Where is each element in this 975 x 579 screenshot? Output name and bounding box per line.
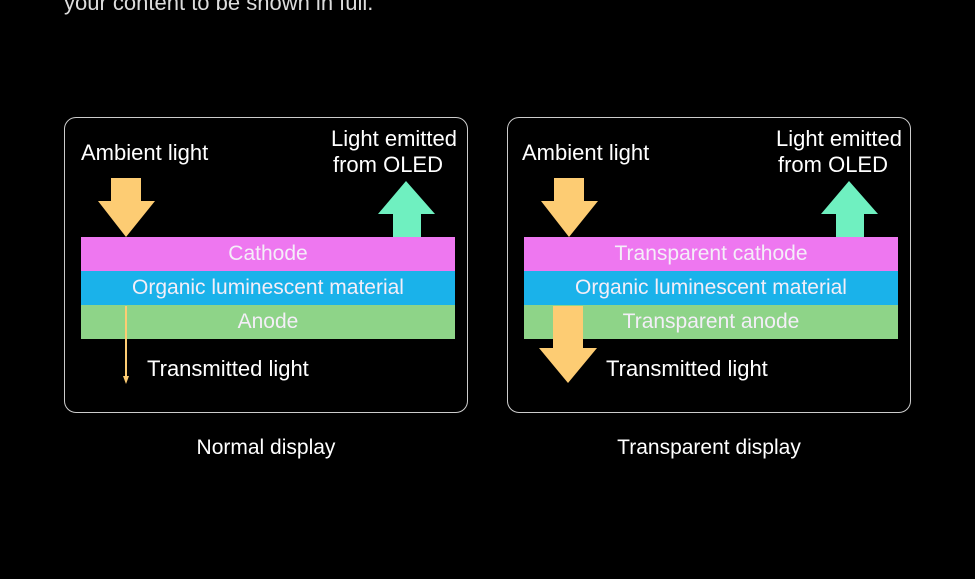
normal-caption: Normal display [196, 436, 336, 459]
ambient-arrow-icon [98, 178, 155, 237]
organic-layer: Organic luminescent material [81, 271, 455, 305]
organic-layer: Organic luminescent material [524, 271, 898, 305]
intro-text: your content to be shown in full. [64, 0, 374, 15]
ambient-label: Ambient light [81, 140, 209, 165]
ambient-arrow-icon [541, 178, 598, 237]
emitted-label-2: from OLED [332, 152, 443, 177]
ambient-label: Ambient light [522, 140, 650, 165]
emitted-label-2: from OLED [777, 152, 888, 177]
transmitted-line [123, 306, 129, 384]
emitted-label-1: Light emitted [331, 126, 457, 151]
cathode-layer: Cathode [81, 237, 455, 271]
transparent-caption: Transparent display [617, 436, 801, 459]
transmitted-label: Transmitted light [147, 356, 309, 381]
transmitted-arrow-icon [539, 306, 597, 383]
normal-display-panel: Cathode Organic luminescent material Ano… [64, 117, 468, 413]
anode-layer: Anode [81, 305, 455, 339]
transparent-display-panel: Transparent cathode Organic luminescent … [507, 117, 911, 413]
transmitted-label: Transmitted light [606, 356, 768, 381]
transmitted-arrow-icon [123, 306, 129, 384]
anode-layer: Transparent anode [524, 305, 898, 339]
cathode-layer: Transparent cathode [524, 237, 898, 271]
emitted-label-1: Light emitted [776, 126, 902, 151]
transmitted-arrow [539, 306, 597, 383]
